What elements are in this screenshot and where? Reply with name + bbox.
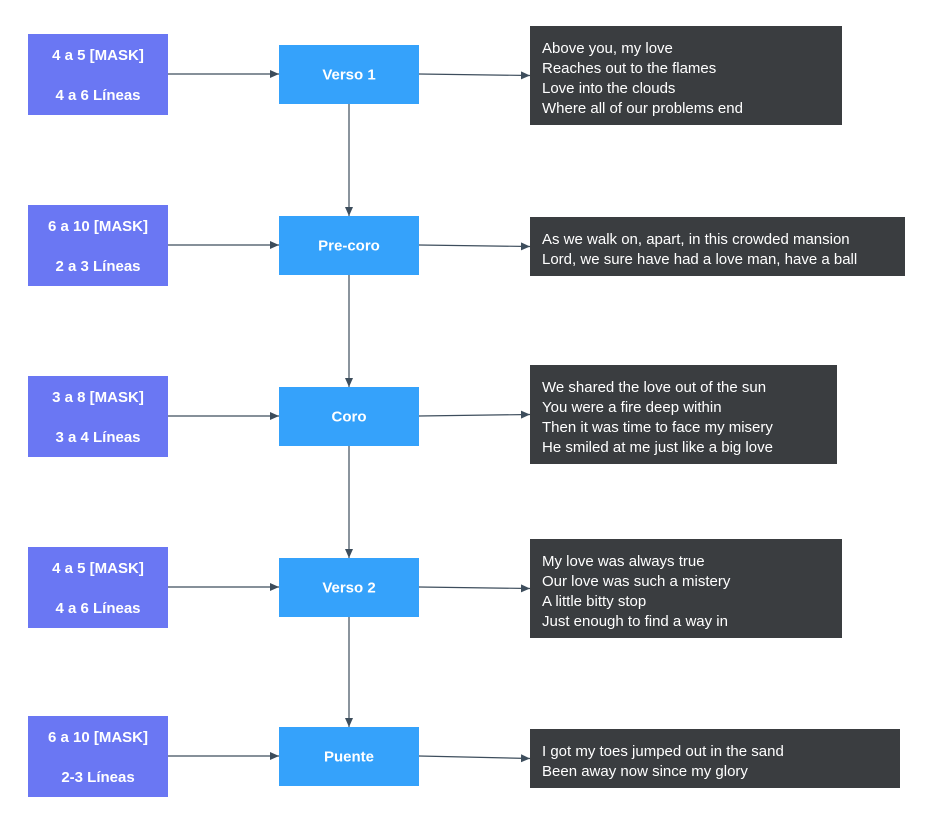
lyrics-box <box>530 26 842 125</box>
spec-box <box>28 376 168 457</box>
spec-box <box>28 205 168 286</box>
spec-box <box>28 547 168 628</box>
lyrics-box <box>530 539 842 638</box>
section-to-lyrics-arrow <box>418 410 531 419</box>
section-to-lyrics-arrow <box>418 584 531 593</box>
section-box <box>279 45 419 104</box>
section-box <box>279 216 419 275</box>
section-to-lyrics-arrow <box>418 754 531 763</box>
section-box <box>279 727 419 786</box>
lyrics-box <box>530 217 905 276</box>
section-box <box>279 387 419 446</box>
section-box <box>279 558 419 617</box>
section-to-lyrics-arrow <box>418 71 531 80</box>
connector-layer <box>168 70 531 763</box>
section-to-lyrics-arrow <box>418 242 531 251</box>
lyrics-box <box>530 365 837 464</box>
spec-box <box>28 716 168 797</box>
spec-box <box>28 34 168 115</box>
lyrics-box <box>530 729 900 788</box>
